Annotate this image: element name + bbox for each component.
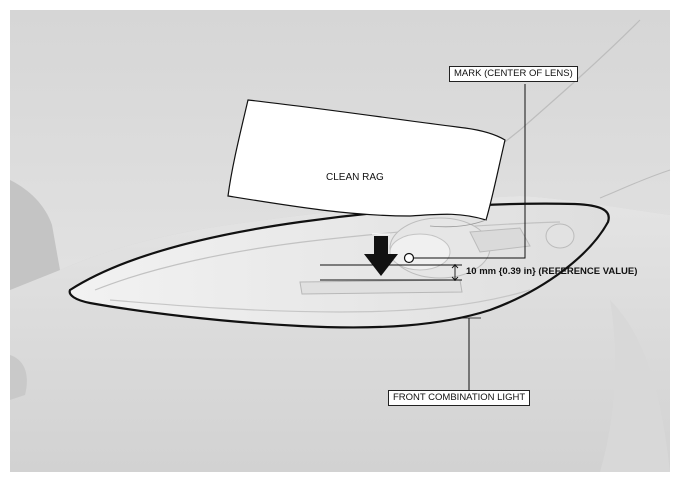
label-reference-value: 10 mm {0.39 in} (REFERENCE VALUE): [466, 266, 638, 277]
fender-shade: [600, 300, 670, 472]
marker-bulb: [545, 223, 575, 249]
label-clean-rag: CLEAN RAG: [326, 172, 384, 183]
housing-ledge: [299, 279, 463, 295]
reflector-block: [469, 227, 531, 253]
hood-edge: [599, 169, 671, 199]
lower-left-vent: [10, 355, 27, 400]
rag-curl-shade: [429, 219, 487, 228]
leader-line-mark: [414, 84, 526, 259]
label-mark-center-of-lens: MARK (CENTER OF LENS): [449, 66, 578, 82]
lens-contour-top: [94, 221, 561, 291]
label-front-combination-light: FRONT COMBINATION LIGHT: [388, 390, 531, 406]
lens-contour-bottom: [109, 289, 531, 313]
circle-mark-icon: [403, 252, 415, 264]
left-pillar: [10, 180, 60, 290]
